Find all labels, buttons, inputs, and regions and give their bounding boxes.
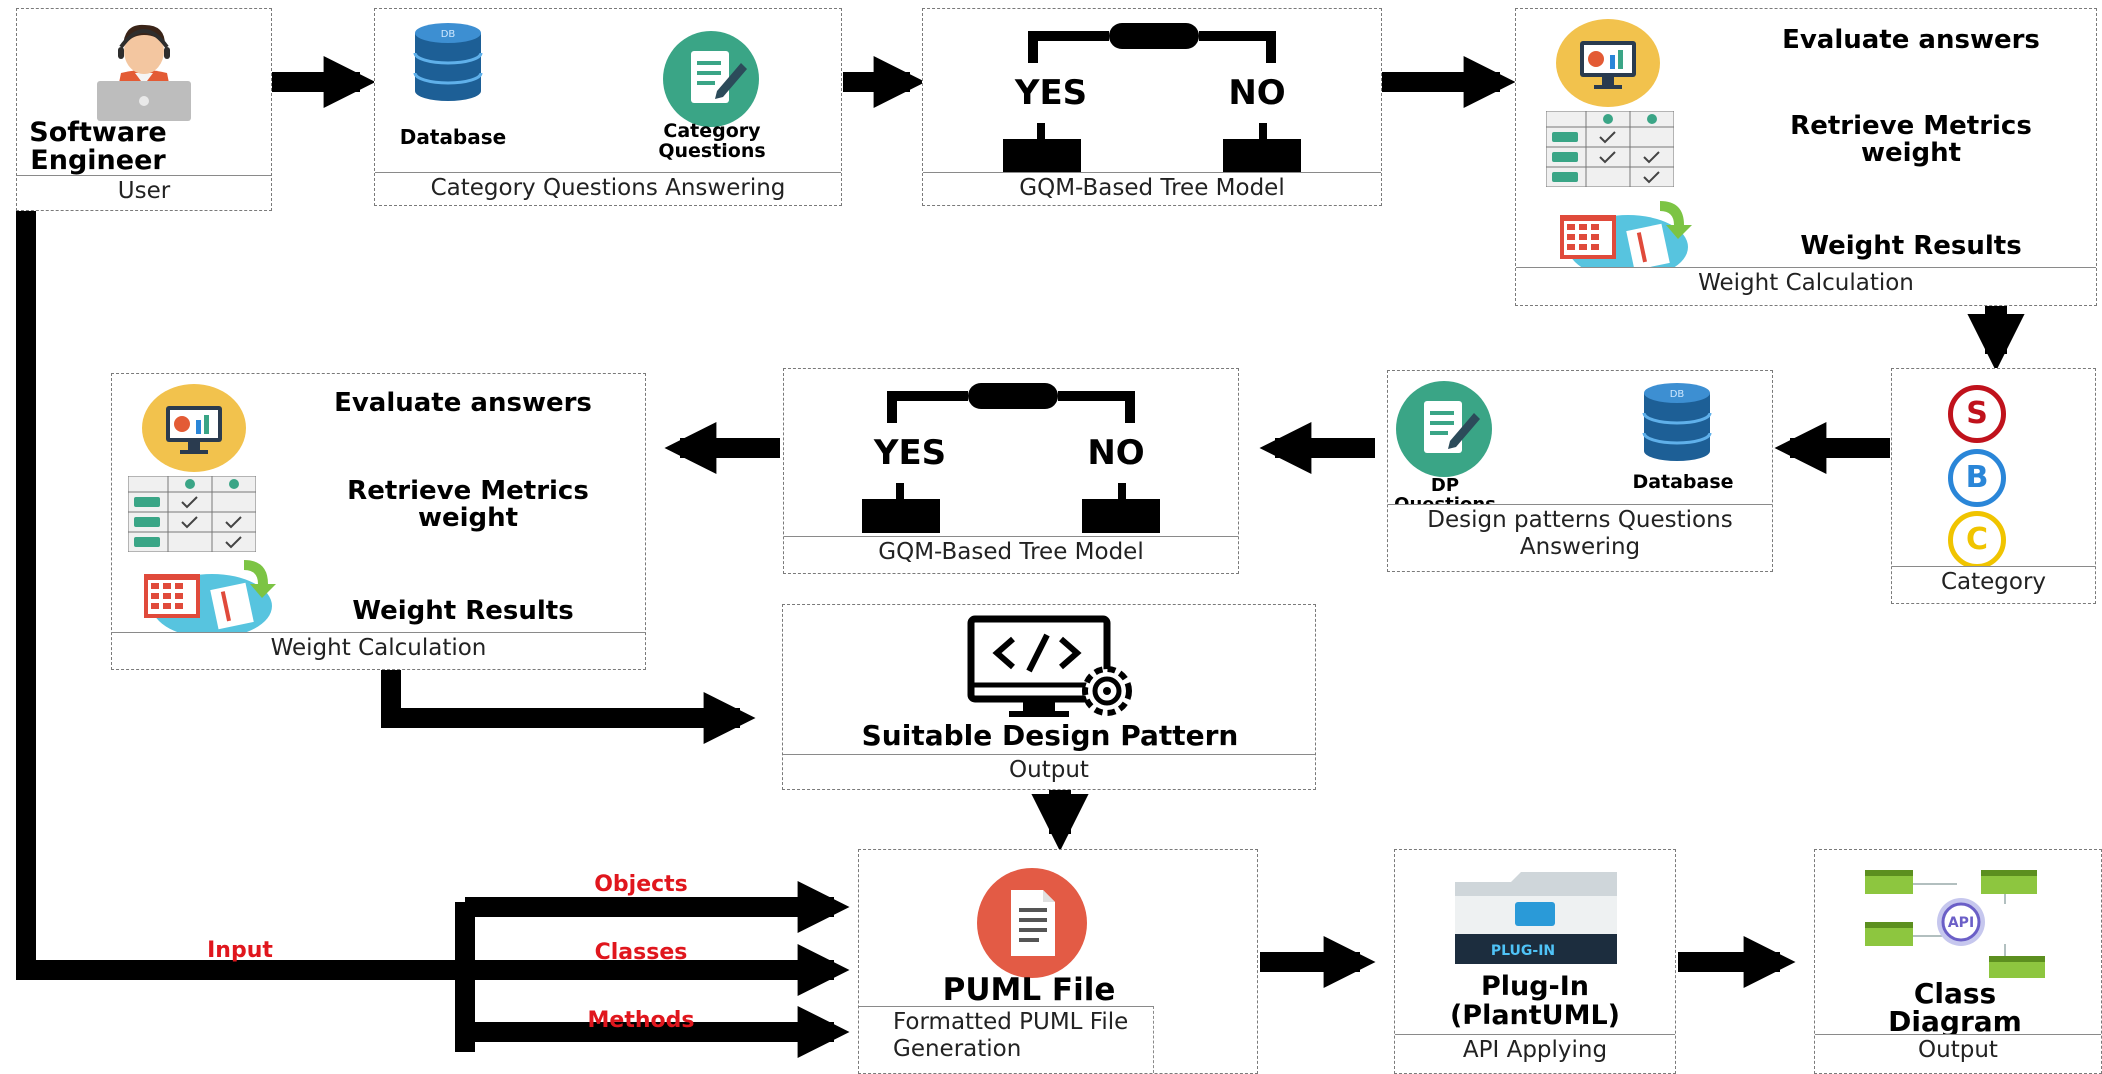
checklist-table-icon <box>1546 111 1674 187</box>
category-qa-database-label: Database <box>399 125 507 149</box>
objects-label: Objects <box>594 872 688 897</box>
user-caption: User <box>17 175 271 210</box>
weight2-step3: Weight Results <box>352 596 574 626</box>
weight2-step1: Evaluate answers <box>334 388 592 418</box>
category-qa-box: DB Database Category Questions Category … <box>374 8 842 206</box>
decision-tree-icon <box>1003 23 1301 173</box>
weight1-step1: Evaluate answers <box>1782 25 2040 55</box>
tree1-caption: GQM-Based Tree Model <box>923 172 1381 205</box>
plugin-badge: PLUG-IN <box>1491 943 1555 959</box>
tree1-no: NO <box>1228 73 1286 113</box>
plugin-box: PLUG-IN Plug-In (PlantUML) API Applying <box>1394 849 1676 1074</box>
output1-caption: Output <box>783 754 1315 789</box>
output2-caption: Output <box>1815 1034 2101 1073</box>
database-icon: DB <box>1642 383 1712 461</box>
database-icon: DB <box>413 23 483 101</box>
output1-title: Suitable Design Pattern <box>861 719 1239 752</box>
dp-qa-box: DP Questions DB Database Design patterns… <box>1387 370 1773 572</box>
category-caption: Category <box>1892 566 2095 603</box>
dashboard-monitor-icon <box>142 384 246 472</box>
calculator-icon <box>1560 201 1692 279</box>
tree2-caption: GQM-Based Tree Model <box>784 536 1238 573</box>
calculator-icon <box>144 560 276 638</box>
output-box-2: API Class Diagram Output <box>1814 849 2102 1074</box>
category-qa-caption: Category Questions Answering <box>375 172 841 205</box>
tree2-no: NO <box>1087 433 1145 473</box>
weight2-step2: Retrieve Metrics weight <box>347 476 589 534</box>
plugin-caption: API Applying <box>1395 1034 1675 1073</box>
weight1-caption: Weight Calculation <box>1516 267 2096 305</box>
plugin-folder-icon: PLUG-IN <box>1455 872 1617 964</box>
category-b-badge: B <box>1948 449 2006 507</box>
dp-qa-database-label: Database <box>1632 471 1734 493</box>
software-engineer-icon <box>97 24 191 121</box>
api-diagram-icon: API <box>1865 870 2045 978</box>
puml-box: PUML File Formatted PUML File Generation <box>858 849 1258 1074</box>
document-pencil-icon <box>663 31 759 127</box>
weight1-step3: Weight Results <box>1800 231 2022 261</box>
tree1-yes: YES <box>1014 73 1088 113</box>
plugin-title: Plug-In (PlantUML) <box>1449 971 1621 1032</box>
category-qa-questions-label: Category Questions <box>658 120 766 163</box>
weight2-caption: Weight Calculation <box>112 632 645 669</box>
decision-tree-icon <box>862 383 1160 533</box>
category-c-badge: C <box>1948 511 2006 569</box>
category-box: S B C Category <box>1891 368 2096 604</box>
category-b-letter: B <box>1965 460 1989 495</box>
user-box: Software Engineer User <box>16 8 272 211</box>
document-pencil-icon <box>1396 381 1492 477</box>
input-label: Input <box>207 938 273 963</box>
methods-label: Methods <box>587 1008 695 1033</box>
checklist-table-icon <box>128 476 256 552</box>
output2-title: Class Diagram <box>1888 977 2022 1038</box>
tree2-yes: YES <box>873 433 947 473</box>
puml-caption: Formatted PUML File Generation <box>859 1006 1154 1073</box>
category-s-letter: S <box>1966 396 1988 431</box>
arrow-weight-to-output <box>381 670 756 744</box>
api-text: API <box>1948 915 1974 931</box>
weight-calc-box-2: Evaluate answers Retrieve Metrics weight… <box>111 373 646 670</box>
classes-label: Classes <box>594 940 688 965</box>
svg-text:DB: DB <box>1670 389 1685 400</box>
category-c-letter: C <box>1965 522 1989 557</box>
code-monitor-icon <box>967 615 1132 717</box>
category-s-badge: S <box>1948 385 2006 443</box>
dp-qa-caption: Design patterns Questions Answering <box>1388 504 1772 571</box>
user-name: Software Engineer <box>29 117 167 176</box>
document-file-icon <box>977 868 1087 978</box>
weight1-step2: Retrieve Metrics weight <box>1790 111 2032 169</box>
output-box-1: Suitable Design Pattern Output <box>782 604 1316 790</box>
tree-model-box-2: YES NO GQM-Based Tree Model <box>783 368 1239 574</box>
weight-calc-box-1: Evaluate answers Retrieve Metrics weight… <box>1515 8 2097 306</box>
dashboard-monitor-icon <box>1556 19 1660 107</box>
puml-title: PUML File <box>942 972 1116 1008</box>
tree-model-box-1: YES NO GQM-Based Tree Model <box>922 8 1382 206</box>
svg-text:DB: DB <box>441 29 456 40</box>
